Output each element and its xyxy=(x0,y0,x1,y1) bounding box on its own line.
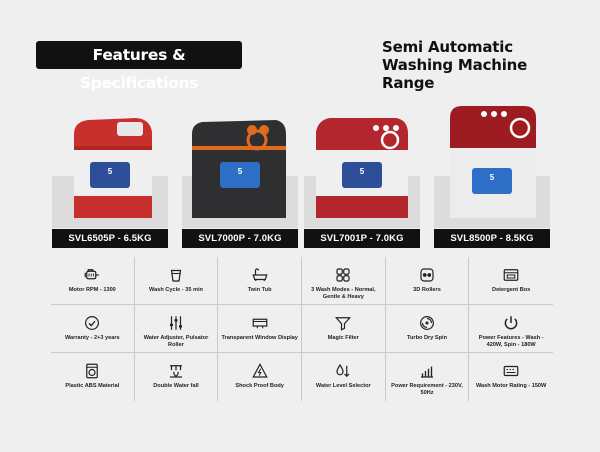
feature-label: Detergent Box xyxy=(492,287,531,293)
feature-label: 3 Wash Modes - Normal, Gentle & Heavy xyxy=(311,287,376,300)
feature-label: Wash Cycle - 35 min xyxy=(149,287,203,293)
grid-icon xyxy=(336,268,350,282)
feature-label: Turbo Dry Spin xyxy=(407,335,447,341)
motor-icon xyxy=(84,269,100,280)
feature-plastic-abs: Plastic ABS Material xyxy=(51,353,135,401)
washing-machine-image: 5 xyxy=(192,120,286,218)
feature-warranty: Warranty - 2+3 years xyxy=(51,305,135,353)
model-label: SVL6505P - 6.5KG xyxy=(52,229,168,248)
feature-label: Warranty - 2+3 years xyxy=(64,335,120,341)
feature-label: Transparent Window Display xyxy=(221,335,298,341)
feature-water-adjuster: Water Adjuster, Pulsator Roller xyxy=(134,305,219,353)
feature-3d-rollers: 3D Rollers xyxy=(385,257,470,305)
feature-water-level: Water Level Selector xyxy=(302,353,386,401)
model-label: SVL7001P - 7.0KG xyxy=(304,229,420,248)
feature-label: Motor RPM - 1300 xyxy=(68,287,116,293)
shock-icon xyxy=(251,362,268,378)
spin-icon xyxy=(420,316,434,330)
feature-label: Magic Filter xyxy=(327,335,359,341)
product-card-svl6505p: 5 SVL6505P - 6.5KG xyxy=(52,100,168,250)
feature-label: Water Adjuster, Pulsator Roller xyxy=(143,335,209,348)
power-chart-icon xyxy=(420,366,433,378)
feature-detergent-box: Detergent Box xyxy=(469,257,553,305)
feature-label: Twin Tub xyxy=(247,287,272,293)
feature-wash-modes: 3 Wash Modes - Normal, Gentle & Heavy xyxy=(301,257,386,305)
feature-label: Power Requirement - 230V, 50Hz xyxy=(391,383,463,396)
rating-icon xyxy=(503,365,519,377)
feature-power-requirement: Power Requirement - 230V, 50Hz xyxy=(386,353,470,401)
feature-double-water-fall: Double Water fall xyxy=(135,353,219,401)
svg-text:5: 5 xyxy=(238,167,243,176)
feature-label: Wash Motor Rating - 150W xyxy=(475,383,547,389)
svg-text:5: 5 xyxy=(490,173,495,182)
feature-wash-cycle: Wash Cycle - 35 min xyxy=(134,257,219,305)
svg-text:5: 5 xyxy=(108,167,113,176)
filter-icon xyxy=(335,317,352,331)
feature-magic-filter: Magic Filter xyxy=(301,305,386,353)
waterfall-icon xyxy=(169,365,182,378)
washing-machine-image: 5 xyxy=(316,118,408,218)
feature-twin-tub: Twin Tub xyxy=(218,257,302,305)
feature-label: Double Water fall xyxy=(153,383,199,389)
title-line-1: Semi Automatic xyxy=(382,38,513,56)
feature-label: Shock Proof Body xyxy=(235,383,284,389)
product-card-svl7001p: 5 SVL7001P - 7.0KG xyxy=(304,100,420,250)
title-line-2: Washing Machine Range xyxy=(382,56,528,92)
feature-label: Water Level Selector xyxy=(315,383,371,389)
sliders-icon xyxy=(169,316,182,330)
washing-machine-image: 5 xyxy=(74,118,152,218)
feature-motor-rpm: Motor RPM - 1300 xyxy=(51,257,135,305)
washer-icon xyxy=(86,363,99,379)
model-label: SVL7000P - 7.0KG xyxy=(182,229,298,248)
water-level-icon xyxy=(336,363,350,378)
feature-shock-proof: Shock Proof Body xyxy=(218,353,302,401)
feature-label: Plastic ABS Material xyxy=(65,383,120,389)
features-grid: Motor RPM - 1300 Wash Cycle - 35 min Twi… xyxy=(51,257,553,405)
product-card-svl7000p: 5 SVL7000P - 7.0KG xyxy=(182,100,298,250)
page-title: Semi Automatic Washing Machine Range xyxy=(382,38,582,92)
feature-transparent-window: Transparent Window Display xyxy=(218,305,302,353)
svg-text:5: 5 xyxy=(360,167,365,176)
features-specifications-badge: Features & Specifications xyxy=(36,41,242,92)
rollers-icon xyxy=(420,268,434,282)
washing-machine-image: 5 xyxy=(450,106,536,218)
feature-label: 3D Rollers xyxy=(413,287,441,293)
model-label: SVL8500P - 8.5KG xyxy=(434,229,550,248)
warranty-icon xyxy=(85,316,100,330)
power-icon xyxy=(504,316,518,330)
detergent-box-icon xyxy=(503,269,519,281)
feature-wash-motor-rating: Wash Motor Rating - 150W xyxy=(469,353,553,401)
feature-turbo-dry-spin: Turbo Dry Spin xyxy=(385,305,470,353)
tub-icon xyxy=(252,268,268,282)
product-card-svl8500p: 5 SVL8500P - 8.5KG xyxy=(434,100,550,250)
window-icon xyxy=(252,318,268,329)
feature-label: Power Features - Wash - 420W, Spin - 180… xyxy=(478,335,544,348)
feature-power-features: Power Features - Wash - 420W, Spin - 180… xyxy=(469,305,553,353)
cup-icon xyxy=(170,269,182,282)
